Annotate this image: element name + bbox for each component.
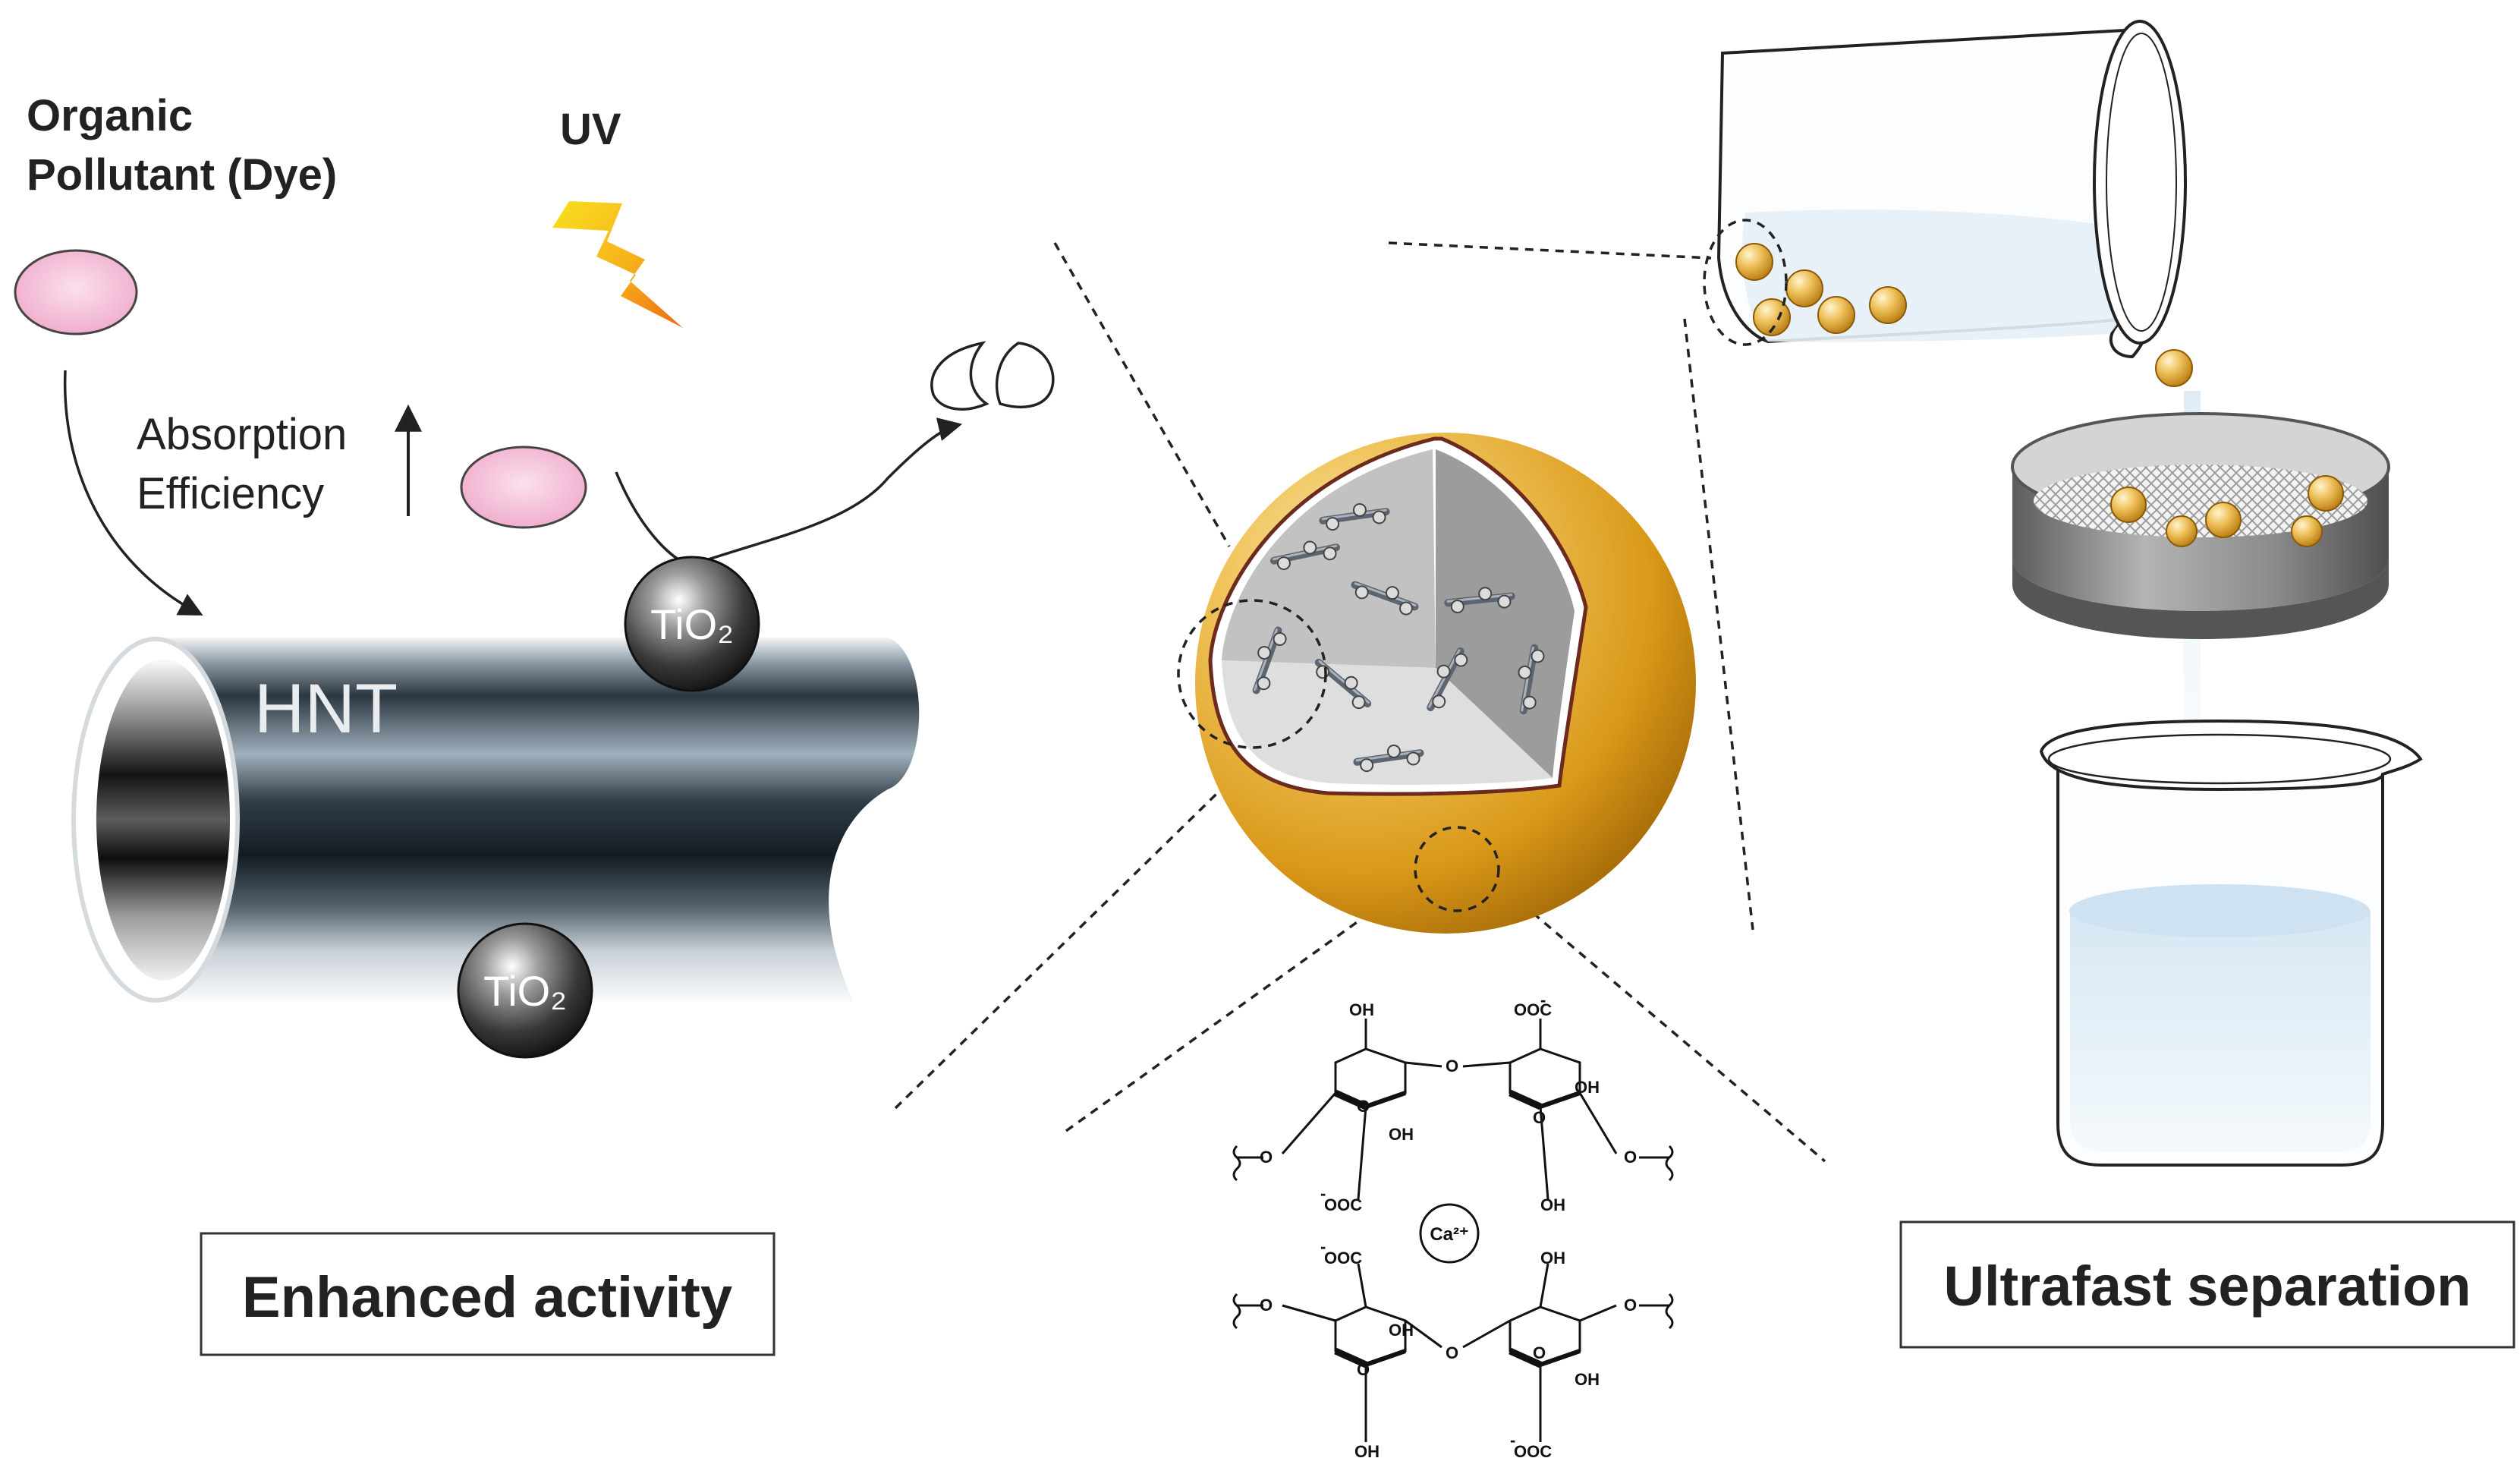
ring-oxygen: O: [1260, 1296, 1273, 1315]
ring-oxygen: O: [1533, 1108, 1546, 1127]
bead: [1817, 296, 1855, 334]
oh-label: OH: [1575, 1370, 1600, 1389]
dye-molecule-free: [14, 249, 138, 335]
sieve-bead: [2308, 475, 2344, 512]
degraded-fragment-right: [995, 342, 1055, 408]
sieve-mesh: [2034, 465, 2367, 537]
left-panel: Organic Pollutant (Dye) UV Absorption Ef…: [14, 91, 1055, 1356]
pollutant-label-line1: Organic: [27, 91, 193, 140]
ring-oxygen: O: [1446, 1057, 1458, 1075]
zoom-circle-beaker: [1703, 219, 1788, 346]
ultrafast-separation-box: [1899, 1220, 2515, 1349]
bead: [1735, 243, 1773, 281]
oh-label: OH: [1575, 1078, 1600, 1097]
uv-lightning-icon: [552, 201, 683, 328]
receiving-beaker-rim-inner: [2047, 733, 2392, 785]
sieve-bead: [2166, 515, 2198, 547]
ultrafast-separation-caption: Ultrafast separation: [1944, 1255, 2471, 1318]
bead-cut-face-bottom: [1222, 660, 1553, 785]
oh-label: OH: [1389, 1125, 1414, 1144]
coo-label: OOC: [1324, 1249, 1362, 1268]
alginate-bead-cutaway: [1177, 433, 1696, 934]
bead: [1785, 269, 1823, 307]
tio2-label-bottom: TiO₂: [483, 967, 567, 1015]
charge-label: -: [1540, 990, 1546, 1009]
alginate-ca-structure: OH OH OH OH OH OH OH OH OOC OOC OOC OOC …: [1232, 990, 1674, 1461]
falling-bead: [2155, 349, 2193, 387]
charge-label: -: [1320, 1184, 1326, 1203]
adsorption-arrow: [63, 370, 203, 616]
zoom-circle-surface: [1414, 826, 1500, 912]
hnt-nanotube: [152, 638, 920, 1002]
charge-label: -: [1510, 1431, 1515, 1450]
coo-label: OOC: [1514, 1442, 1552, 1461]
degradation-path: [615, 417, 963, 567]
beaker-water: [2070, 911, 2371, 1152]
pollutant-label-line2: Pollutant (Dye): [27, 150, 337, 200]
zoom-connectors: [894, 241, 1826, 1163]
hnt-label: HNT: [254, 670, 398, 748]
coo-label: OOC: [1514, 1000, 1552, 1019]
oh-label: OH: [1349, 1000, 1374, 1019]
bead: [1869, 286, 1907, 324]
dye-molecule-adsorbed: [460, 446, 587, 529]
hnt-tube-lumen: [96, 659, 230, 981]
sieve-bead: [2205, 502, 2242, 538]
enhanced-activity-caption: Enhanced activity: [242, 1265, 732, 1330]
right-panel: Ultrafast separation: [1703, 20, 2515, 1349]
beaker-water-surface: [2069, 884, 2370, 937]
tio2-particle-top: [624, 556, 760, 692]
oh-label: OH: [1354, 1442, 1380, 1461]
ring-oxygen: O: [1357, 1097, 1370, 1116]
sieve-bead: [2291, 515, 2323, 547]
zoom-circle-interior: [1177, 599, 1327, 749]
bead-cut-face-right: [1436, 449, 1575, 778]
calcium-ion: [1419, 1203, 1480, 1264]
sieve-bead: [2110, 487, 2147, 523]
bead: [1753, 298, 1791, 336]
ring-oxygen: O: [1260, 1148, 1273, 1167]
sieve-lower-band: [2012, 558, 2389, 639]
ring-oxygen: O: [1624, 1296, 1637, 1315]
pouring-beaker-rim-inner: [2106, 33, 2177, 332]
oh-label: OH: [1389, 1321, 1414, 1340]
absorption-label-line1: Absorption: [137, 410, 347, 459]
ring-oxygen: O: [1624, 1148, 1637, 1167]
uv-label: UV: [560, 105, 621, 154]
ring-oxygen: O: [1357, 1360, 1370, 1379]
tio2-particle-bottom: [457, 922, 593, 1059]
ring-oxygen: O: [1533, 1343, 1546, 1362]
enhanced-activity-box: [200, 1232, 776, 1356]
guluronate-ring: [1510, 1049, 1580, 1107]
oh-label: OH: [1540, 1195, 1565, 1214]
calcium-ion-label: Ca²⁺: [1430, 1224, 1468, 1245]
oh-label: OH: [1540, 1249, 1565, 1268]
charge-label: -: [1320, 1237, 1326, 1256]
receiving-beaker-rim: [2039, 719, 2423, 792]
coo-label: OOC: [1324, 1195, 1362, 1214]
ring-oxygen: O: [1446, 1343, 1458, 1362]
tio2-label-top: TiO₂: [650, 600, 734, 648]
absorption-label-line2: Efficiency: [137, 469, 324, 518]
pouring-beaker-rim: [2093, 20, 2187, 345]
degraded-fragment-left: [930, 341, 989, 411]
guluronate-ring: [1336, 1049, 1405, 1107]
